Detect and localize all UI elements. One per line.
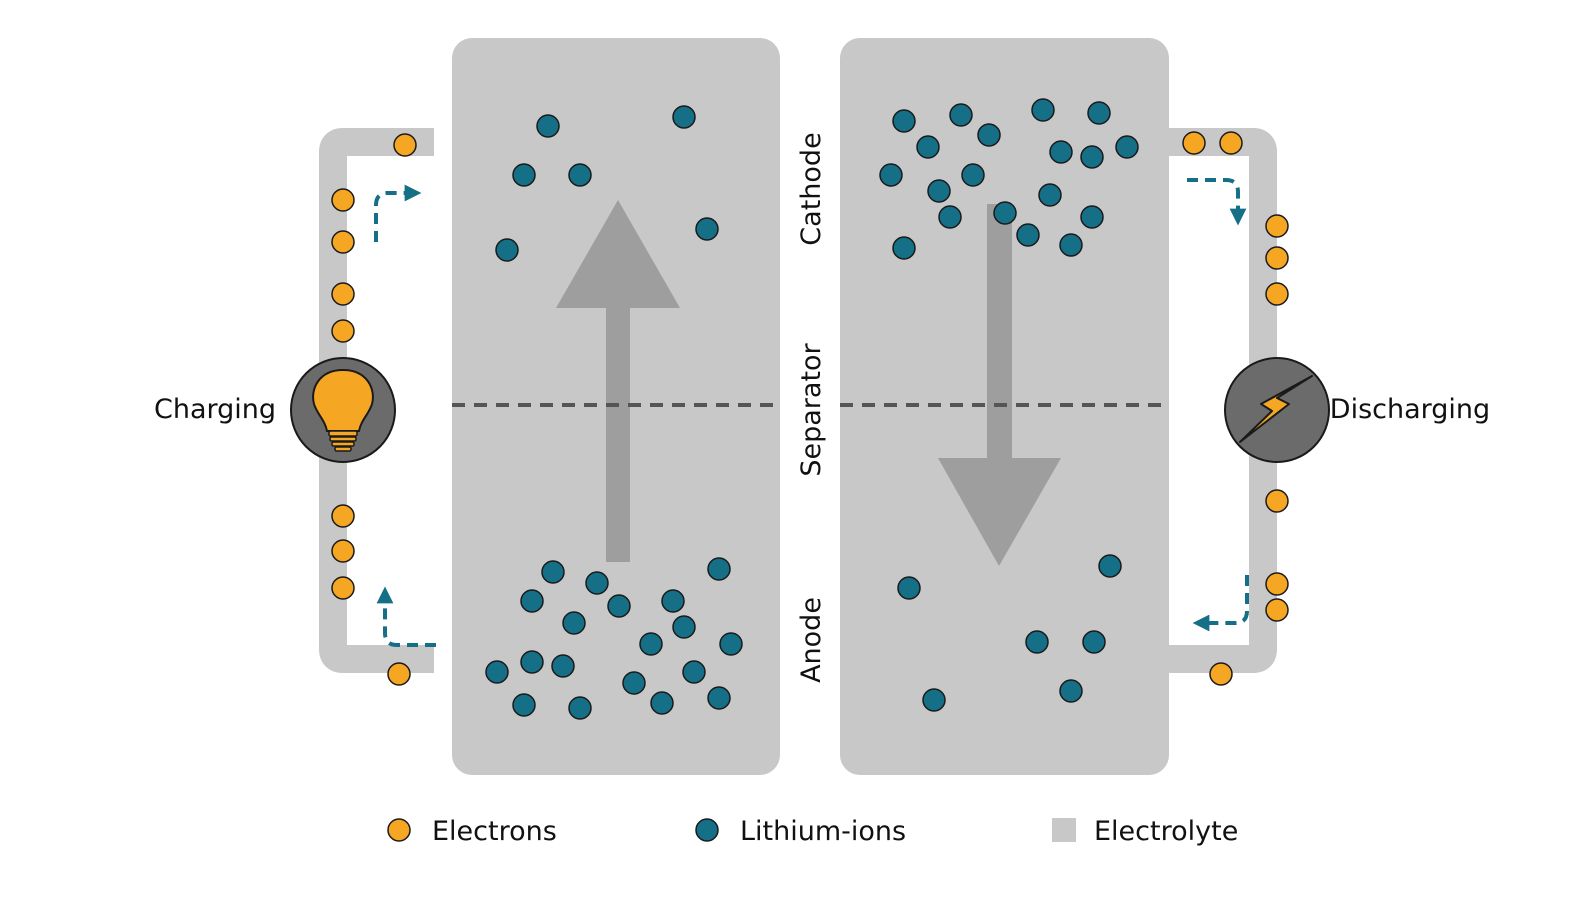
lithium-ion — [879, 163, 903, 187]
electron — [331, 282, 355, 306]
lithium-ion — [949, 103, 973, 127]
electron — [1209, 662, 1233, 686]
charging-flow-arrow-bottom — [376, 586, 436, 647]
legend-electron-swatch — [387, 818, 411, 842]
lithium-ion — [892, 236, 916, 260]
lithium-ion — [719, 632, 743, 656]
charging-cell-ions — [485, 105, 743, 720]
lithium-ion — [622, 671, 646, 695]
electron — [1265, 489, 1289, 513]
electron — [1219, 131, 1243, 155]
lithium-ion — [672, 615, 696, 639]
lithium-ion — [485, 660, 509, 684]
lithium-ion — [1080, 205, 1104, 229]
lithium-ion — [672, 105, 696, 129]
legend: Electrons Lithium-ions Electrolyte — [387, 816, 1238, 847]
electron — [1265, 572, 1289, 596]
discharging-flow-arrow-bottom — [1192, 575, 1249, 632]
lithium-ion — [551, 654, 575, 678]
lithium-ion — [892, 109, 916, 133]
lithium-ion — [977, 123, 1001, 147]
lithium-ion — [1025, 630, 1049, 654]
electron — [331, 576, 355, 600]
legend-electrolyte-swatch — [1052, 818, 1076, 842]
discharging-flow-arrow-top — [1187, 178, 1247, 226]
lithium-ion — [520, 650, 544, 674]
lithium-ion — [922, 688, 946, 712]
lithium-ion — [1049, 140, 1073, 164]
electron — [1265, 598, 1289, 622]
electron — [331, 319, 355, 343]
lithium-ion — [512, 693, 536, 717]
charging-electrons — [331, 133, 417, 686]
charging-flow-arrow-top — [374, 184, 422, 242]
lithium-ion — [562, 611, 586, 635]
lithium-ion — [707, 557, 731, 581]
lithium-ion — [541, 560, 565, 584]
charging-ion-direction-arrow — [556, 200, 680, 562]
lithium-ion — [639, 632, 663, 656]
discharging-cell-ions — [879, 98, 1139, 712]
charging-label: Charging — [154, 394, 276, 425]
electron — [1265, 246, 1289, 270]
lithium-ion — [1016, 223, 1040, 247]
lithium-ion — [512, 163, 536, 187]
lithium-ion — [916, 135, 940, 159]
discharging-device — [1224, 357, 1330, 463]
lithium-ion — [927, 179, 951, 203]
separator-label: Separator — [796, 342, 827, 476]
lithium-ion — [585, 571, 609, 595]
electron — [1182, 131, 1206, 155]
lithium-ion — [993, 201, 1017, 225]
legend-electrolyte-label: Electrolyte — [1094, 816, 1238, 847]
discharging-electrons — [1182, 131, 1289, 686]
lithium-ion — [1098, 554, 1122, 578]
electron — [331, 188, 355, 212]
lithium-ion — [707, 686, 731, 710]
lithium-ion — [1031, 98, 1055, 122]
lithium-ion — [961, 163, 985, 187]
lithium-ion — [520, 589, 544, 613]
legend-electrons-label: Electrons — [432, 816, 557, 847]
legend-lithium-ions-label: Lithium-ions — [740, 816, 906, 847]
lithium-ion — [1059, 679, 1083, 703]
legend-lithium-ion-swatch — [695, 818, 719, 842]
electron — [393, 133, 417, 157]
lightning-bolt-icon — [1239, 375, 1313, 443]
electron — [331, 539, 355, 563]
electron — [331, 230, 355, 254]
lithium-ion — [897, 576, 921, 600]
lithium-ion — [495, 238, 519, 262]
lithium-ion — [1038, 183, 1062, 207]
electron — [331, 504, 355, 528]
lithium-ion — [607, 594, 631, 618]
electron — [387, 662, 411, 686]
electron — [1265, 282, 1289, 306]
charging-device — [290, 357, 396, 463]
lithium-ion — [661, 589, 685, 613]
lithium-ion — [1059, 233, 1083, 257]
electron — [1265, 214, 1289, 238]
lithium-ion — [1087, 101, 1111, 125]
cathode-label: Cathode — [796, 132, 827, 245]
discharging-label: Discharging — [1330, 394, 1490, 425]
lithium-ion — [1080, 145, 1104, 169]
lithium-ion — [938, 205, 962, 229]
lithium-ion — [536, 114, 560, 138]
lithium-ion — [682, 660, 706, 684]
lithium-ion — [650, 691, 674, 715]
lithium-ion — [568, 696, 592, 720]
anode-label: Anode — [796, 597, 827, 683]
lithium-ion — [1115, 135, 1139, 159]
lithium-ion — [568, 163, 592, 187]
lightbulb-icon — [312, 368, 374, 452]
lithium-ion — [695, 217, 719, 241]
discharging-ion-direction-arrow — [938, 204, 1061, 566]
lithium-ion — [1082, 630, 1106, 654]
